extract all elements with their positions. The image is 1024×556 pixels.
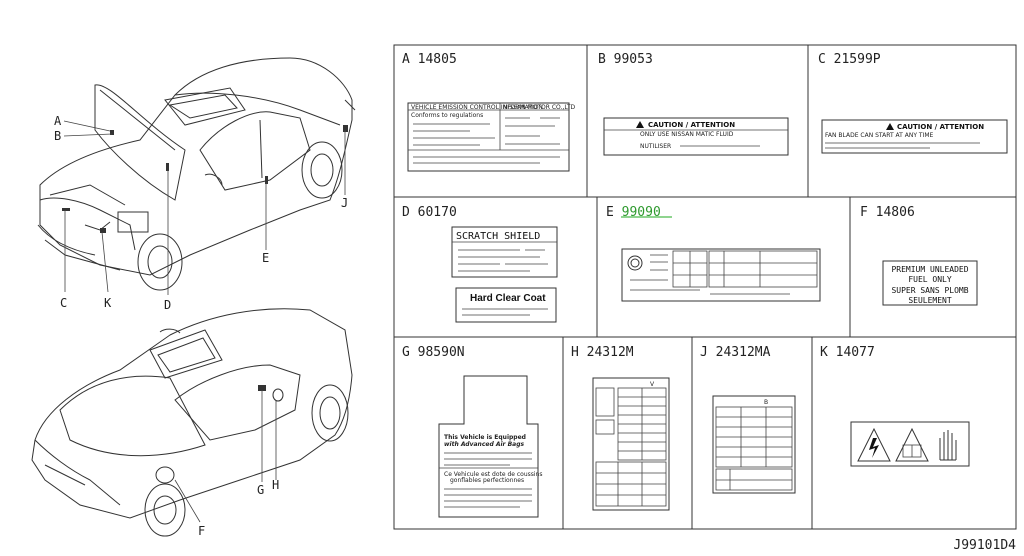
- leader-lines-bottom: [174, 390, 277, 523]
- label-j-tire-placard: B: [712, 395, 796, 494]
- svg-text:NISSAN MOTOR CO.,LTD: NISSAN MOTOR CO.,LTD: [503, 104, 576, 111]
- callout-b: B: [54, 129, 61, 143]
- panel-grid: [393, 44, 1017, 530]
- svg-text:B: B: [764, 399, 768, 406]
- svg-text:Hard Clear Coat: Hard Clear Coat: [470, 293, 546, 304]
- label-g-airbag: This Vehicle is Equipped with Advanced A…: [438, 375, 543, 518]
- label-e-tire-info: [621, 248, 821, 302]
- svg-text:FAN BLADE CAN START AT ANY TIM: FAN BLADE CAN START AT ANY TIME: [825, 132, 934, 139]
- callout-e: E: [262, 251, 269, 265]
- svg-text:CAUTION / ATTENTION: CAUTION / ATTENTION: [648, 121, 735, 129]
- svg-text:NUTILISER: NUTILISER: [640, 143, 671, 150]
- svg-text:This Vehicle is Equipped: This Vehicle is Equipped: [444, 434, 526, 441]
- label-a-emission: VEHICLE EMISSION CONTROL INFORMATION NIS…: [407, 102, 576, 172]
- label-f-fuel: PREMIUM UNLEADED FUEL ONLY SUPER SANS PL…: [882, 260, 978, 306]
- label-d-scratch-shield: SCRATCH SHIELD Hard Clear Coat: [451, 226, 558, 323]
- svg-text:SEULEMENT: SEULEMENT: [908, 296, 952, 305]
- svg-text:J 24312MA: J 24312MA: [700, 345, 771, 360]
- svg-text:PREMIUM UNLEADED: PREMIUM UNLEADED: [891, 265, 968, 274]
- svg-text:ONLY USE NISSAN MATIC FLUID: ONLY USE NISSAN MATIC FLUID: [640, 131, 734, 138]
- callout-f: F: [198, 524, 205, 538]
- svg-text:CAUTION / ATTENTION: CAUTION / ATTENTION: [897, 123, 984, 131]
- callout-c: C: [60, 296, 67, 310]
- label-k-warning-icons: [850, 421, 970, 467]
- car-top-view-hood-open: [37, 57, 356, 291]
- car-bottom-view: [31, 308, 353, 537]
- svg-text:F 14806: F 14806: [860, 205, 915, 220]
- svg-text:D 60170: D 60170: [402, 205, 457, 220]
- svg-text:G 98590N: G 98590N: [402, 345, 465, 360]
- svg-text:SCRATCH SHIELD: SCRATCH SHIELD: [456, 231, 540, 242]
- label-h-tire-placard: V: [592, 377, 670, 511]
- svg-text:SUPER SANS PLOMB: SUPER SANS PLOMB: [891, 286, 968, 295]
- highlight-underline: [621, 216, 672, 218]
- callout-g: G: [257, 483, 264, 497]
- svg-text:gonflables perfectionnes: gonflables perfectionnes: [450, 477, 524, 484]
- svg-text:H 24312M: H 24312M: [571, 345, 634, 360]
- drawing-id: J99101D4: [953, 538, 1016, 553]
- svg-text:A 14805: A 14805: [402, 52, 457, 67]
- panel-headings: A 14805 B 99053 C 21599P D 60170 E 99090…: [402, 52, 915, 360]
- svg-text:Conforms to regulations: Conforms to regulations: [411, 112, 483, 119]
- label-c-caution: CAUTION / ATTENTION FAN BLADE CAN START …: [821, 119, 1008, 154]
- callout-h: H: [272, 478, 279, 492]
- label-b-caution: CAUTION / ATTENTION ONLY USE NISSAN MATI…: [603, 117, 789, 156]
- callout-a: A: [54, 114, 62, 128]
- leader-lines-top: [63, 120, 346, 295]
- callout-letters: A B C K D E J G H F: [54, 114, 348, 538]
- callout-d: D: [164, 298, 171, 312]
- svg-text:C 21599P: C 21599P: [818, 52, 881, 67]
- svg-text:VEHICLE EMISSION CONTROL INFOR: VEHICLE EMISSION CONTROL INFORMATION: [411, 104, 543, 111]
- svg-text:K 14077: K 14077: [820, 345, 875, 360]
- svg-text:with Advanced Air Bags: with Advanced Air Bags: [444, 441, 524, 448]
- callout-j: J: [341, 196, 348, 210]
- electric-shock-warning-icon: [857, 427, 891, 462]
- svg-text:B 99053: B 99053: [598, 52, 653, 67]
- svg-text:Ce Vehicule est dote de coussi: Ce Vehicule est dote de coussins: [444, 471, 543, 478]
- svg-text:V: V: [650, 381, 655, 388]
- callout-k: K: [104, 296, 112, 310]
- hand-warning-icon: [939, 430, 957, 461]
- svg-text:FUEL ONLY: FUEL ONLY: [908, 275, 952, 284]
